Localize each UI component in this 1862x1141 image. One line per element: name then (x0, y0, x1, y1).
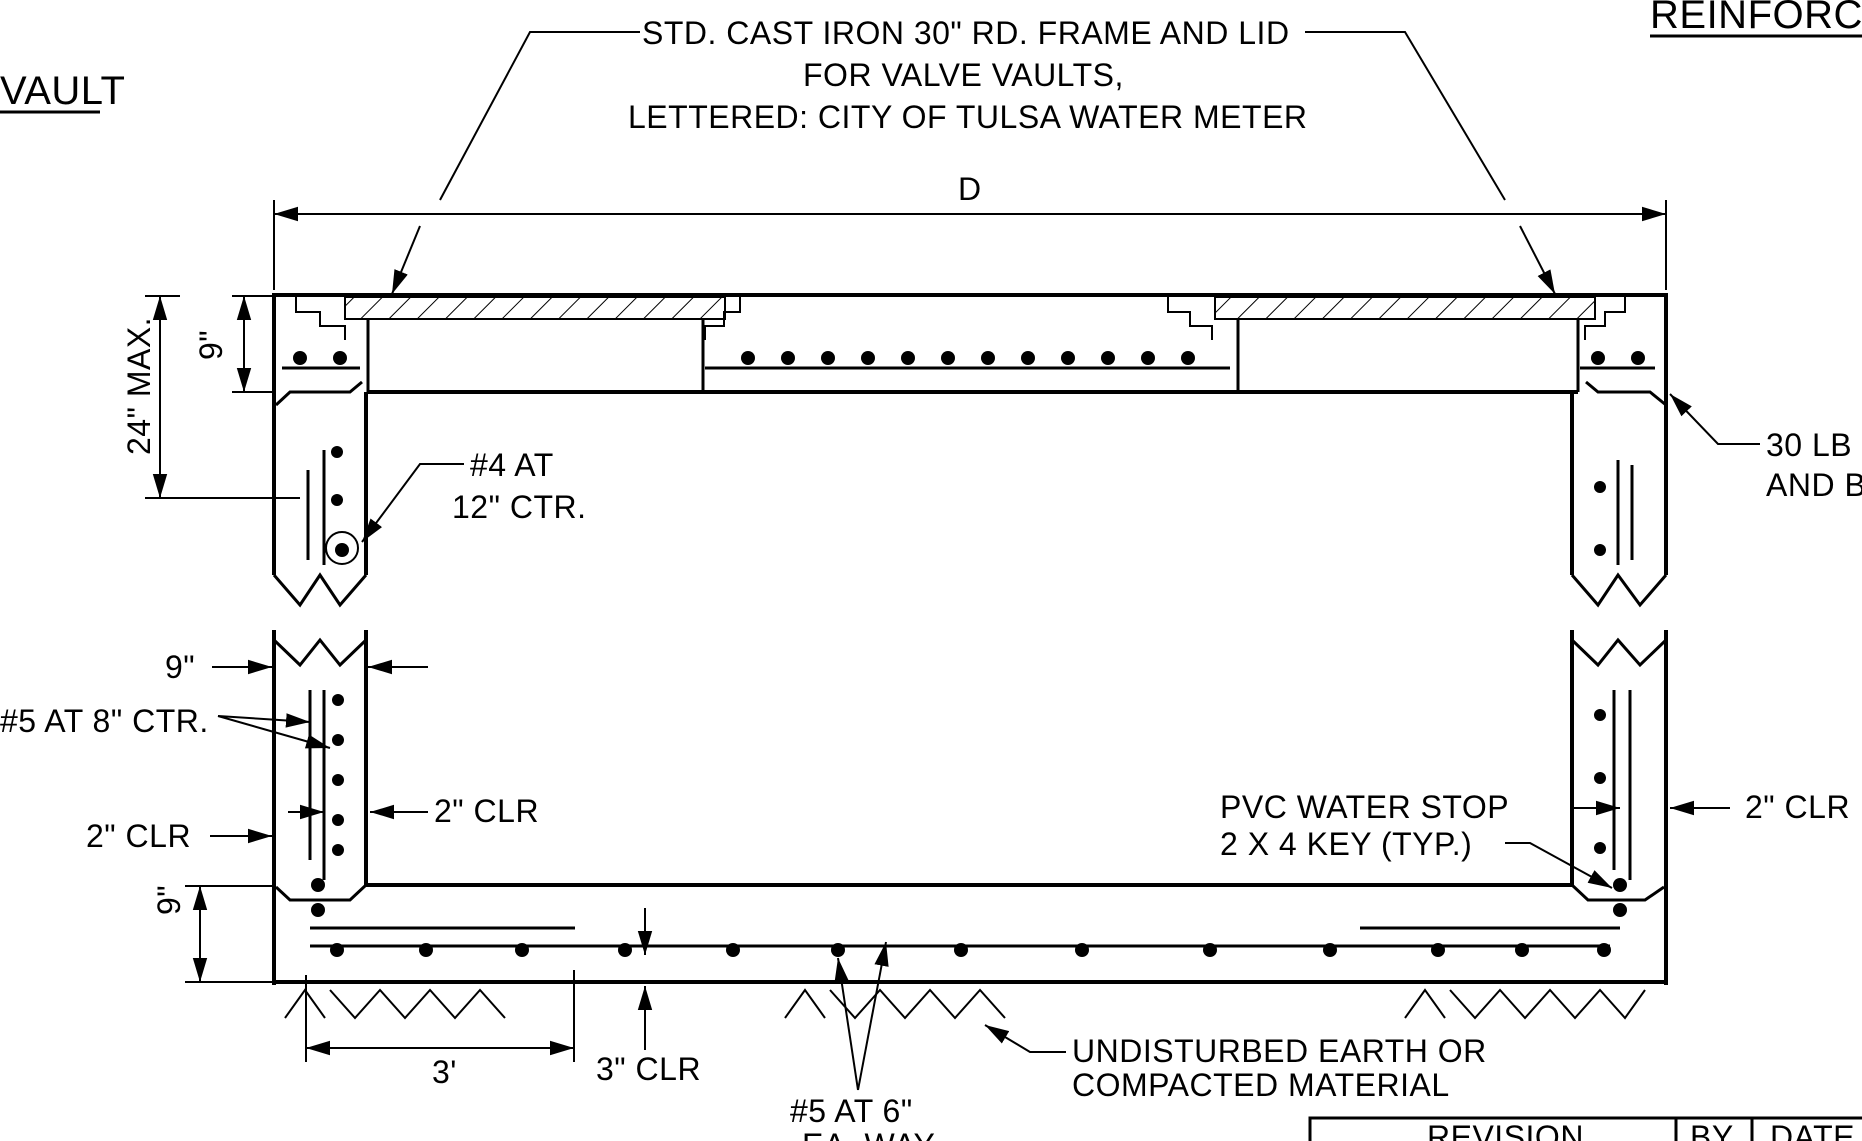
dim-d-label: D (958, 171, 982, 207)
right-wall-upper (1570, 295, 1668, 608)
revision-header: REVISION (1427, 1119, 1584, 1141)
clr-bottom-label: 3" CLR (596, 1051, 701, 1087)
by-header: BY (1690, 1119, 1734, 1141)
dim-footing-label: 3' (432, 1054, 457, 1090)
earth-callout-line1: UNDISTURBED EARTH OR (1072, 1033, 1487, 1069)
clr-wall-inner-label: 2" CLR (434, 793, 539, 829)
rebar-bottom-leader-2 (857, 941, 889, 1091)
clr-wall-outer-label: 2" CLR (86, 818, 191, 854)
rebar-wall-leader-2 (217, 715, 331, 749)
rebar-top-leader (361, 463, 464, 543)
rebar-top-callout-line2: 12" CTR. (452, 489, 587, 525)
frame-leader-right (1305, 31, 1506, 201)
rebar-bottom-callout-line2: EA. WAY (802, 1127, 935, 1141)
waterstop-leader (1505, 842, 1613, 889)
right-wall-lower (1570, 630, 1668, 985)
rebar-bottom-leader-1 (834, 957, 859, 1091)
right-title: REINFORCED (1650, 0, 1862, 37)
rebar-wall-leader-1 (217, 713, 311, 728)
left-title: VAULT (0, 69, 126, 113)
frame-callout-line3: LETTERED: CITY OF TULSA WATER METER (628, 99, 1308, 135)
rebar-wall-callout: #5 AT 8" CTR. (0, 703, 209, 739)
frame-leader-left-arrow (391, 225, 421, 295)
frame-leader-left (439, 31, 640, 201)
waterstop-callout-line1: PVC WATER STOP (1220, 789, 1509, 825)
frame-leader-right-arrow (1519, 225, 1556, 295)
left-wall-lower (272, 630, 368, 985)
base-slab (272, 878, 1668, 984)
felt-callout-line2: AND B (1766, 467, 1862, 503)
dim-top-slab-label: 9" (193, 330, 229, 360)
frame-callout-line2: FOR VALVE VAULTS, (803, 57, 1124, 93)
clr-right-label: 2" CLR (1745, 789, 1850, 825)
top-slab-rebar (293, 351, 1645, 365)
felt-callout-line1: 30 LB (1766, 427, 1852, 463)
felt-leader (1669, 393, 1760, 445)
dim-wall-label: 9" (165, 649, 195, 685)
earth-hatching (284, 988, 1646, 1020)
date-header: DATE (1770, 1119, 1855, 1141)
dim-base-slab-label: 9" (151, 885, 187, 915)
earth-callout-line2: COMPACTED MATERIAL (1072, 1067, 1450, 1103)
rebar-bottom-callout-line1: #5 AT 6" (790, 1093, 913, 1129)
earth-leader (984, 1024, 1066, 1053)
left-wall-upper (272, 295, 368, 608)
frame-callout-line1: STD. CAST IRON 30" RD. FRAME AND LID (642, 15, 1290, 51)
dim-max-depth-label: 24" MAX. (121, 317, 157, 455)
rebar-top-callout-line1: #4 AT (470, 447, 554, 483)
top-slab (272, 293, 1668, 407)
revision-table: REVISION BY DATE (1308, 1116, 1862, 1141)
waterstop-callout-line2: 2 X 4 KEY (TYP.) (1220, 826, 1472, 862)
